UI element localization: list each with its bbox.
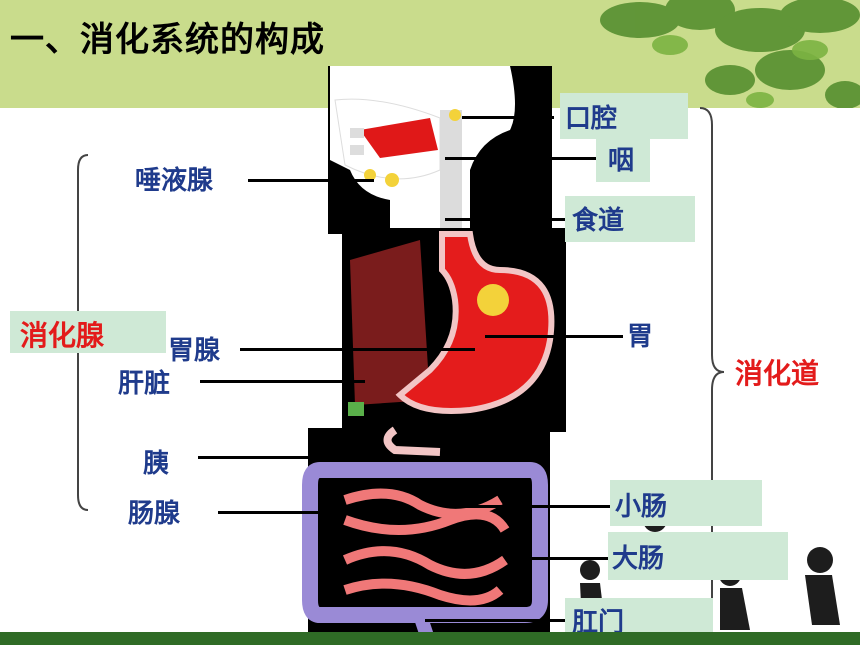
pointer-line-large-intestine <box>532 557 612 560</box>
pointer-line-intestinal-gland <box>218 511 378 514</box>
label-stomach: 胃 <box>627 322 654 352</box>
label-pharynx: 咽 <box>608 146 635 176</box>
pointer-line-small-intestine <box>462 505 610 508</box>
label-digestive-glands: 消化腺 <box>20 319 105 352</box>
label-box-esophagus <box>565 196 695 242</box>
bottom-bar <box>0 632 860 645</box>
label-liver: 肝脏 <box>118 369 171 399</box>
pointer-line-pharynx <box>445 157 597 160</box>
label-digestive-tract: 消化道 <box>735 357 820 390</box>
pointer-line-pancreas <box>198 456 430 459</box>
pointer-line-liver <box>200 380 365 383</box>
page-title: 一、消化系统的构成 <box>10 20 325 60</box>
label-box-large-intestine <box>608 532 788 580</box>
label-box-glands <box>10 311 166 353</box>
label-mouth: 口腔 <box>565 104 618 134</box>
pointer-line-mouth <box>462 116 554 119</box>
label-gastric-gland: 胃腺 <box>168 336 221 366</box>
label-esophagus: 食道 <box>572 206 625 236</box>
pointer-line-esophagus <box>445 218 567 221</box>
label-intestinal-gland: 肠腺 <box>128 499 181 529</box>
label-box-small-intestine <box>610 480 762 526</box>
label-box-pharynx <box>596 138 650 182</box>
pointer-line-gastric-gland <box>240 348 475 351</box>
label-large-intestine: 大肠 <box>612 544 665 574</box>
pointer-line-anus <box>425 619 565 622</box>
label-salivary-gland: 唾液腺 <box>135 166 214 196</box>
label-small-intestine: 小肠 <box>615 492 668 522</box>
pointer-line-salivary <box>248 179 374 182</box>
label-box-mouth <box>560 93 688 139</box>
pointer-line-stomach <box>485 335 623 338</box>
label-pancreas: 胰 <box>143 449 170 479</box>
header-tree-decoration <box>600 0 860 108</box>
